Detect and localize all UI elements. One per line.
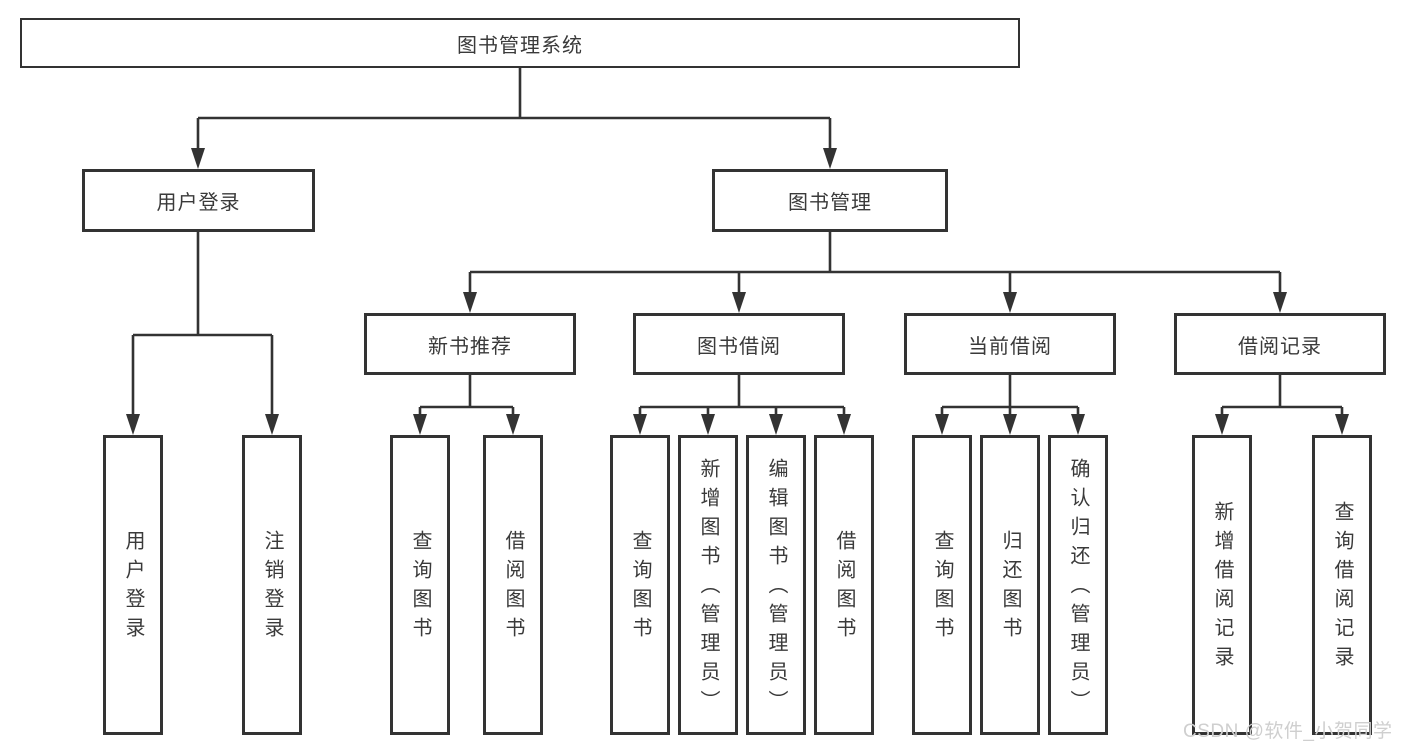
node-book-borrow: 图书借阅 <box>633 313 845 375</box>
leaf-current-query-books: 查询图书 <box>912 435 972 735</box>
leaf-record-add: 新增借阅记录 <box>1192 435 1252 735</box>
csdn-watermark: CSDN @软件_小贺同学 <box>1183 721 1393 742</box>
node-book-management: 图书管理 <box>712 169 948 232</box>
leaf-record-query: 查询借阅记录 <box>1312 435 1372 735</box>
leaf-current-return-books: 归还图书 <box>980 435 1040 735</box>
leaf-logout: 注销登录 <box>242 435 302 735</box>
node-borrow-record: 借阅记录 <box>1174 313 1386 375</box>
leaf-borrow-add-books-admin: 新增图书（管理员） <box>678 435 738 735</box>
leaf-current-confirm-return-admin: 确认归还（管理员） <box>1048 435 1108 735</box>
node-current-borrow: 当前借阅 <box>904 313 1116 375</box>
leaf-borrow-edit-books-admin: 编辑图书（管理员） <box>746 435 806 735</box>
node-root-system: 图书管理系统 <box>20 18 1020 68</box>
leaf-recommend-query-books: 查询图书 <box>390 435 450 735</box>
node-new-book-recommend: 新书推荐 <box>364 313 576 375</box>
node-user-login: 用户登录 <box>82 169 315 232</box>
leaf-borrow-borrow-books: 借阅图书 <box>814 435 874 735</box>
arrowheads <box>126 148 1349 435</box>
leaf-recommend-borrow-books: 借阅图书 <box>483 435 543 735</box>
leaf-borrow-query-books: 查询图书 <box>610 435 670 735</box>
leaf-user-login: 用户登录 <box>103 435 163 735</box>
